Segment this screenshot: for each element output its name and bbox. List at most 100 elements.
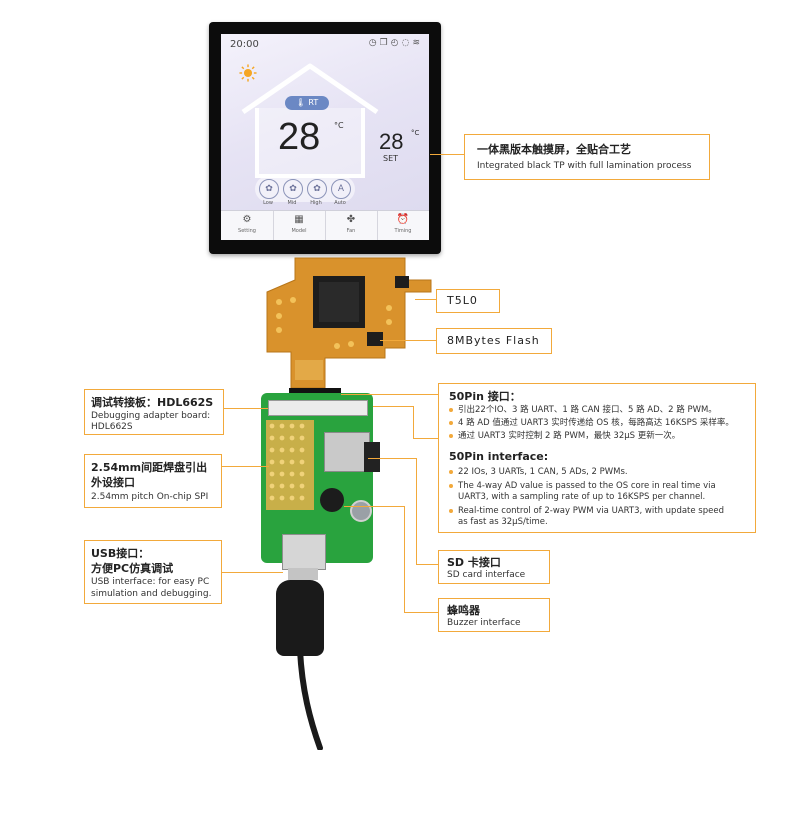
fan-icon: ✤ [346, 214, 356, 225]
adapter-callout-cn: 调试转接板：HDL662S [91, 396, 214, 409]
fan-high-label: High [310, 200, 322, 206]
usb-callout-en1: USB interface: for easy PC [91, 577, 210, 587]
flash-leader-line [380, 340, 436, 341]
touch-callout-cn: 一体黑版本触摸屏，全贴合工艺 [477, 143, 631, 156]
rt-label: 🌡 RT [285, 96, 329, 110]
capacitor [350, 500, 372, 522]
fan-low-button[interactable]: ✿ [259, 179, 279, 199]
chip-leader-line [415, 299, 436, 300]
pin50-callout: 50Pin 接口： 引出22个IO、3 路 UART、1 路 CAN 接口、5 … [438, 383, 756, 533]
buzzer-callout: 蜂鸣器 Buzzer interface [438, 598, 550, 632]
timer-icon: ◴ [390, 38, 402, 48]
pin50-en-title: 50Pin interface: [449, 450, 549, 463]
thermometer-icon: 🌡 [295, 98, 306, 107]
tab-model[interactable]: ▦ Model [273, 211, 326, 240]
fan-mid-button[interactable]: ✿ [283, 179, 303, 199]
buzzer-leader-line-3 [404, 612, 438, 613]
sd-callout-cn: SD 卡接口 [447, 556, 501, 569]
clock-icon: ◷ [368, 38, 380, 48]
adapter-callout: 调试转接板：HDL662S Debugging adapter board: H… [84, 389, 224, 435]
fan-low-label: Low [263, 200, 273, 206]
pitch-callout-cn1: 2.54mm间距焊盘引出 [91, 461, 208, 474]
sd-callout: SD 卡接口 SD card interface [438, 550, 550, 584]
tab-fan[interactable]: ✤ Fan [325, 211, 378, 240]
adapter-callout-en2: HDL662S [91, 422, 133, 432]
pin50-cn-title: 50Pin 接口： [449, 390, 521, 403]
tab-timing[interactable]: ⏰ Timing [377, 211, 429, 240]
wifi-icon: ≋ [412, 38, 423, 48]
sun-icon [239, 64, 257, 82]
bottom-tab-bar: ⚙ Setting ▦ Model ✤ Fan ⏰ Timing [221, 210, 429, 240]
pin50-en-item-3-cont: as fast as 32μS/time. [458, 517, 548, 527]
chat-icon: ◌ [401, 38, 413, 48]
buzzer-leader-line-1 [344, 506, 404, 507]
pin50-leader-line-1 [341, 394, 438, 395]
fan-auto-label: Auto [334, 200, 346, 206]
flash-chip [367, 332, 383, 346]
usb-leader-line [221, 572, 283, 573]
pin50-cn-item-1: 引出22个IO、3 路 UART、1 路 CAN 接口、5 路 AD、2 路 P… [449, 405, 749, 416]
pin50-cn-item-2: 4 路 AD 值通过 UART3 实时传递给 OS 核，每路高达 16KSPS … [449, 418, 754, 429]
flash-callout: 8MBytes Flash [436, 328, 552, 354]
sd-leader-line-2 [416, 458, 417, 564]
usb-plug [276, 580, 324, 656]
gear-icon: ⚙ [242, 214, 252, 225]
fan-icon: ✿ [289, 184, 297, 194]
50pin-connector [268, 400, 368, 416]
lcd-screen: 20:00 ◷❐◴◌≋ 🌡 RT 28 °C 28 °C SET ✿ ✿ ✿ A… [221, 34, 429, 240]
usb-callout: USB接口： 方便PC仿真调试 USB interface: for easy … [84, 540, 222, 604]
pitch-callout-cn2: 外设接口 [91, 476, 135, 489]
usb-callout-en2: simulation and debugging. [91, 589, 212, 599]
pitch-leader-line [221, 466, 269, 467]
set-temperature-value[interactable]: 28 [379, 129, 404, 154]
usb-plug-metal [288, 568, 318, 580]
pin50-en-item-2-cont: UART3, with a sampling rate of up to 16K… [458, 492, 706, 502]
status-bar: 20:00 ◷❐◴◌≋ [221, 34, 429, 56]
pitch-callout: 2.54mm间距焊盘引出 外设接口 2.54mm pitch On-chip S… [84, 454, 222, 508]
sd-card [364, 442, 380, 472]
pin50-leader-line-2 [373, 406, 413, 407]
sd-callout-en: SD card interface [447, 570, 526, 580]
house-outline-graphic [241, 63, 379, 178]
touch-leader-line [430, 154, 464, 155]
fan-mid-label: Mid [287, 200, 297, 206]
sd-leader-line-1 [368, 458, 416, 459]
room-temperature-value: 28 [278, 116, 321, 158]
pin50-en-item-2: The 4-way AD value is passed to the OS c… [449, 481, 749, 492]
fan-auto-icon: A [337, 184, 345, 194]
usb-callout-cn2: 方便PC仿真调试 [91, 562, 174, 575]
status-icons: ◷❐◴◌≋ [369, 38, 423, 48]
adapter-callout-en1: Debugging adapter board: [91, 411, 211, 421]
sd-leader-line-3 [416, 564, 438, 565]
buzzer-callout-en: Buzzer interface [447, 618, 521, 628]
tab-setting[interactable]: ⚙ Setting [221, 211, 274, 240]
set-temperature-unit: °C [411, 129, 420, 137]
fan-icon: ✿ [313, 184, 321, 194]
alarm-clock-icon: ⏰ [396, 214, 410, 225]
fan-high-button[interactable]: ✿ [307, 179, 327, 199]
usb-cable [297, 650, 323, 750]
pin50-en-item-1: 22 IOs, 3 UARTs, 1 CAN, 5 ADs, 2 PWMs. [449, 467, 749, 478]
pin50-leader-line-3 [413, 406, 414, 438]
adapter-leader-line [224, 408, 268, 409]
set-label: SET [383, 154, 399, 163]
touch-callout: 一体黑版本触摸屏，全贴合工艺 Integrated black TP with … [464, 134, 710, 180]
buzzer-leader-line-2 [404, 506, 405, 612]
copy-icon: ❐ [379, 38, 391, 48]
buzzer [320, 488, 344, 512]
buzzer-callout-cn: 蜂鸣器 [447, 604, 480, 617]
status-time: 20:00 [230, 39, 259, 50]
fpc-board [266, 257, 432, 389]
chip-callout-label: T5L0 [447, 294, 478, 307]
pin50-cn-item-3: 通过 UART3 实时控制 2 路 PWM，最快 32μS 更新一次。 [449, 431, 749, 442]
pin50-en-item-3: Real-time control of 2-way PWM via UART3… [449, 506, 749, 517]
touch-callout-en: Integrated black TP with full lamination… [477, 161, 692, 171]
chip-callout: T5L0 [436, 289, 500, 313]
room-temperature-unit: °C [334, 121, 344, 130]
solder-pad-grid [266, 420, 314, 510]
fan-auto-button[interactable]: A [331, 179, 351, 199]
grid-icon: ▦ [294, 214, 304, 225]
usb-port [282, 534, 326, 570]
pin50-leader-line-4 [413, 438, 438, 439]
pitch-callout-en: 2.54mm pitch On-chip SPI [91, 492, 209, 502]
